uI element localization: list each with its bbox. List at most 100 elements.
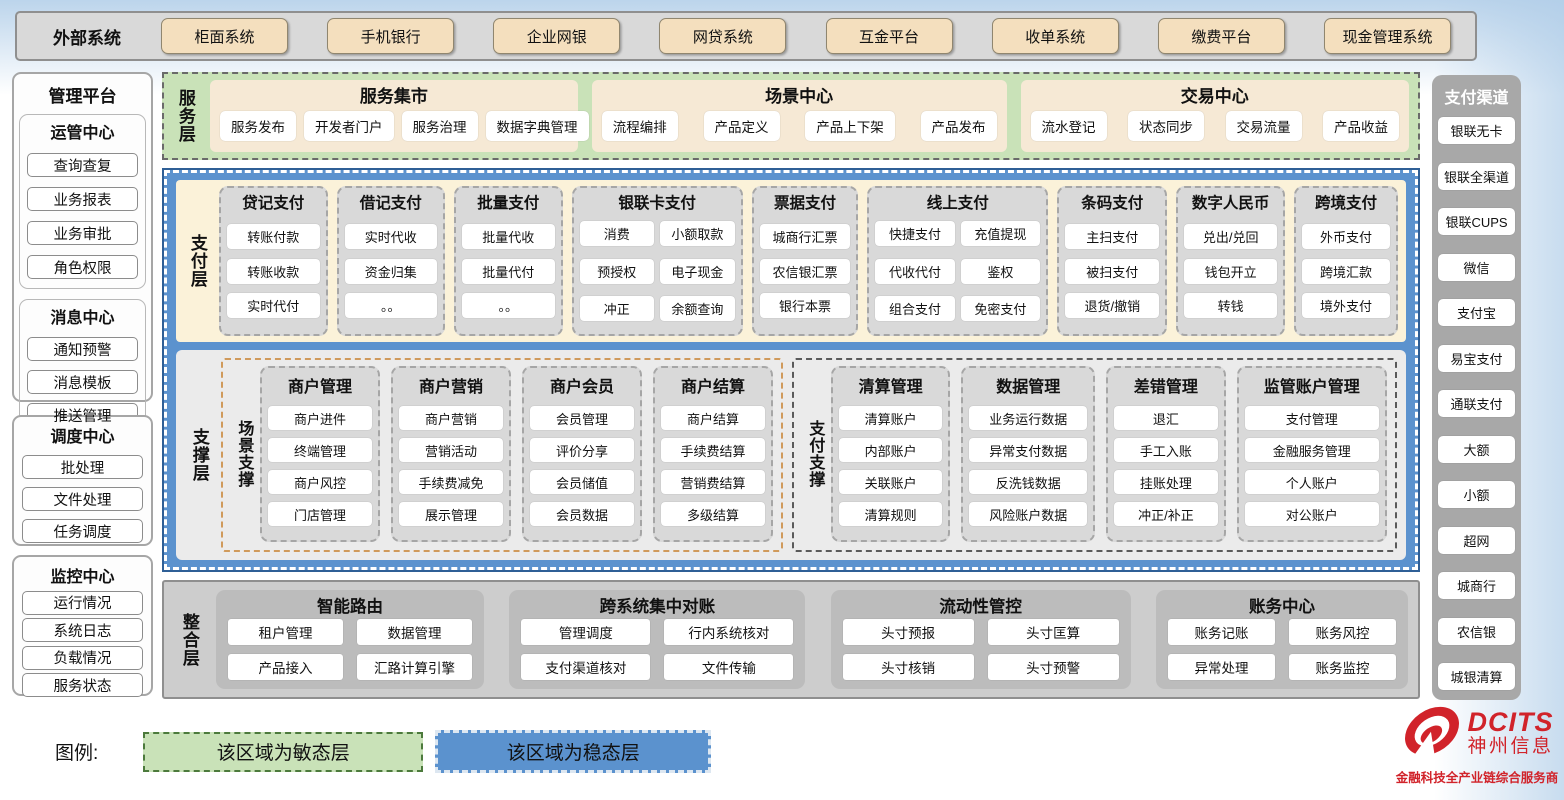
payment-channel-item: 银联无卡 [1438, 117, 1515, 144]
payment-column-title: 跨境支付 [1314, 195, 1377, 212]
support-item: 门店管理 [268, 502, 372, 526]
external-systems-list: 柜面系统手机银行企业网银网贷系统互金平台收单系统缴费平台现金管理系统 [161, 18, 1461, 54]
payment-layer-label: 支付层 [187, 234, 207, 288]
payment-item: 资金归集 [344, 258, 438, 284]
support-item: 展示管理 [399, 502, 503, 526]
sidebar-item: 文件处理 [22, 487, 143, 511]
support-item: 内部账户 [839, 438, 943, 462]
dcits-logo: DCITS 神州信息 金融科技全产业链综合服务商 [1392, 702, 1562, 786]
support-item: 商户风控 [268, 470, 372, 494]
support-item: 业务运行数据 [969, 406, 1088, 430]
support-item: 会员储值 [530, 470, 634, 494]
support-columns: 清算管理清算账户内部账户关联账户清算规则数据管理业务运行数据异常支付数据反洗钱数… [831, 366, 1387, 542]
sidebar-item: 查询查复 [27, 153, 138, 177]
payment-column-items: 兑出/兑回钱包开立转钱 [1184, 214, 1277, 328]
service-item: 产品发布 [920, 111, 997, 141]
integration-item: 账务监控 [1288, 654, 1396, 681]
payment-item: 转账收款 [227, 258, 320, 284]
sidebar-item: 消息模板 [27, 370, 138, 394]
support-column: 差错管理退汇手工入账挂账处理冲正/补正 [1106, 366, 1226, 542]
service-item: 数据字典管理 [485, 111, 589, 141]
legend-label: 图例: [55, 743, 99, 764]
payment-channel-item: 城银清算 [1438, 663, 1515, 690]
payment-item: 小额取款 [660, 221, 735, 247]
sidebar-item: 系统日志 [22, 618, 143, 642]
payment-channel-item: 超网 [1438, 526, 1515, 554]
payment-item: 转账付款 [227, 223, 320, 249]
legend-agile-layer: 该区域为敏态层 [143, 731, 424, 772]
payment-item: 代收代付 [875, 258, 955, 284]
integration-group-items: 管理调度行内系统核对支付渠道核对文件传输 [521, 618, 794, 681]
integration-item: 支付渠道核对 [521, 654, 651, 681]
service-group-items: 流水登记状态同步交易流量产品收益 [1030, 107, 1399, 145]
integration-item: 行内系统核对 [664, 618, 794, 645]
support-column-items: 会员管理评价分享会员储值会员数据 [530, 398, 634, 534]
integration-item: 异常处理 [1167, 654, 1275, 681]
payment-channel-item: 银联全渠道 [1438, 162, 1515, 190]
payment-channel-item: 银联CUPS [1438, 208, 1515, 235]
payment-item: 余额查询 [660, 295, 735, 321]
payment-support-section: 支付支撑清算管理清算账户内部账户关联账户清算规则数据管理业务运行数据异常支付数据… [792, 358, 1397, 552]
sidebar-item: 通知预警 [27, 337, 138, 361]
support-column-items: 清算账户内部账户关联账户清算规则 [839, 398, 943, 534]
support-column-items: 支付管理金融服务管理个人账户对公账户 [1244, 398, 1379, 534]
sidebar-item: 批处理 [22, 455, 143, 479]
payment-item: 城商行汇票 [759, 223, 851, 249]
service-item: 状态同步 [1128, 111, 1205, 141]
legend: 图例: 该区域为敏态层 该区域为稳态层 [55, 730, 712, 773]
payment-column-title: 条码支付 [1081, 195, 1144, 212]
support-item: 营销费结算 [661, 470, 765, 494]
support-item: 评价分享 [530, 438, 634, 462]
payment-item: 银行本票 [759, 293, 851, 319]
payment-column: 数字人民币兑出/兑回钱包开立转钱 [1176, 186, 1285, 336]
integration-item: 头寸匡算 [987, 618, 1119, 645]
service-group-title: 服务集市 [359, 87, 428, 106]
payment-item: 快捷支付 [875, 221, 955, 247]
service-group-title: 场景中心 [765, 87, 834, 106]
support-layer-sections: 场景支撑商户管理商户进件终端管理商户风控门店管理商户营销商户营销营销活动手续费减… [221, 358, 1397, 552]
payment-column-items: 批量代收批量代付。。 [462, 214, 555, 328]
integration-item: 账务记账 [1167, 618, 1275, 645]
integration-group: 流动性管控头寸预报头寸匡算头寸核销头寸预警 [830, 590, 1131, 689]
payment-channel-item: 易宝支付 [1438, 344, 1515, 372]
payment-column: 贷记支付转账付款转账收款实时代付 [219, 186, 328, 336]
logo-brand: DCITS [1467, 706, 1554, 737]
service-layer-groups: 服务集市服务发布开发者门户服务治理数据字典管理场景中心流程编排产品定义产品上下架… [210, 80, 1409, 152]
payment-column: 票据支付城商行汇票农信银汇票银行本票 [751, 186, 859, 336]
management-platform-title: 管理平台 [48, 87, 117, 106]
service-item: 流水登记 [1030, 111, 1107, 141]
support-column: 商户结算商户结算手续费结算营销费结算多级结算 [653, 366, 773, 542]
payment-item: 消费 [579, 221, 655, 247]
integration-group-title: 流动性管控 [939, 597, 1022, 616]
logo-top-row: DCITS 神州信息 [1400, 702, 1553, 765]
payment-column-title: 批量支付 [477, 195, 540, 212]
payment-column: 跨境支付外币支付跨境汇款境外支付 [1293, 186, 1399, 336]
service-layer: 服务层 服务集市服务发布开发者门户服务治理数据字典管理场景中心流程编排产品定义产… [162, 72, 1420, 160]
support-column-title: 差错管理 [1133, 379, 1198, 396]
external-system-item: 企业网银 [493, 18, 621, 54]
payment-column-title: 贷记支付 [242, 195, 305, 212]
stable-layer-inner: 支付层 贷记支付转账付款转账收款实时代付借记支付实时代收资金归集。。批量支付批量… [164, 170, 1418, 570]
integration-item: 账务风控 [1288, 618, 1396, 645]
service-item: 开发者门户 [304, 111, 394, 141]
payment-item: 实时代付 [227, 293, 320, 319]
service-group-title: 交易中心 [1180, 87, 1249, 106]
payment-channel-item: 微信 [1438, 253, 1515, 281]
support-column-title: 商户会员 [549, 379, 614, 396]
payment-column-items: 转账付款转账收款实时代付 [227, 214, 320, 328]
external-system-item: 柜面系统 [161, 18, 288, 54]
payment-channel-item: 农信银 [1438, 617, 1515, 645]
payment-item: 冲正 [579, 295, 655, 321]
section-vertical-label: 场景支撑 [235, 420, 253, 488]
support-column-title: 商户管理 [287, 379, 352, 396]
payment-channel-item: 城商行 [1438, 572, 1515, 599]
support-column: 商户管理商户进件终端管理商户风控门店管理 [260, 366, 380, 542]
scene-support-section: 场景支撑商户管理商户进件终端管理商户风控门店管理商户营销商户营销营销活动手续费减… [221, 358, 783, 552]
logo-tagline: 金融科技全产业链综合服务商 [1395, 771, 1559, 785]
payment-layer-columns: 贷记支付转账付款转账收款实时代付借记支付实时代收资金归集。。批量支付批量代收批量… [219, 186, 1399, 336]
service-item: 产品收益 [1323, 111, 1399, 141]
service-item: 服务治理 [401, 111, 478, 141]
support-column-items: 商户结算手续费结算营销费结算多级结算 [661, 398, 765, 534]
